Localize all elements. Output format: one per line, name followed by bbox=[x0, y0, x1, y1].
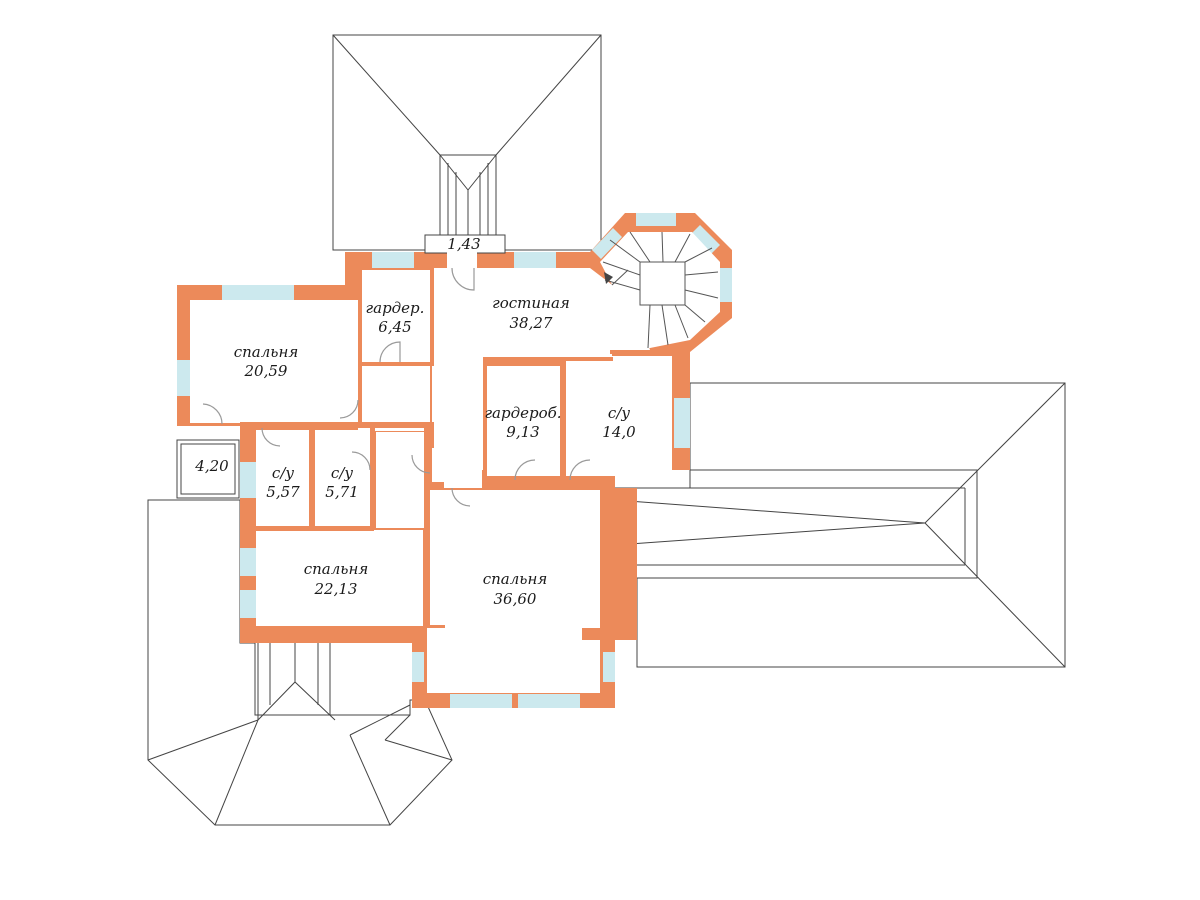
room-area-closet-2: 9,13 bbox=[506, 423, 539, 441]
room-area-bedroom-1: 20,59 bbox=[244, 362, 288, 380]
room-name-bedroom-2: спальня bbox=[304, 560, 369, 578]
room-area-wc-3: 14,0 bbox=[602, 423, 636, 441]
room-name-living: гостиная bbox=[492, 294, 570, 312]
roof-top bbox=[332, 34, 602, 251]
room-name-wc-2: с/у bbox=[331, 464, 353, 482]
porch bbox=[424, 234, 506, 268]
room-area-closet-1: 6,45 bbox=[378, 318, 411, 336]
room-name-wc-1: с/у bbox=[272, 464, 294, 482]
exterior-walls bbox=[177, 213, 732, 708]
balcony-rail bbox=[176, 439, 240, 499]
room-area-bedroom-3: 36,60 bbox=[494, 590, 537, 608]
room-area-balcony: 4,20 bbox=[194, 457, 229, 475]
room-name-closet-1: гардер. bbox=[366, 299, 425, 317]
room-area-wc-2: 5,71 bbox=[325, 483, 358, 501]
room-area-bedroom-2: 22,13 bbox=[314, 580, 358, 598]
room-name-bedroom-3: спальня bbox=[483, 570, 548, 588]
room-area-living: 38,27 bbox=[510, 314, 553, 332]
room-name-wc-3: с/у bbox=[608, 404, 630, 422]
windows bbox=[177, 213, 732, 708]
roof-right bbox=[614, 382, 1066, 668]
spiral-staircase bbox=[600, 231, 720, 350]
room-area-wc-1: 5,57 bbox=[266, 483, 300, 501]
room-name-bedroom-1: спальня bbox=[234, 343, 299, 361]
room-name-closet-2: гардероб. bbox=[484, 404, 561, 422]
room-area-porch: 1,43 bbox=[447, 235, 480, 253]
room-labels: спальня 20,59 гардер. 6,45 гостиная 38,2… bbox=[194, 235, 636, 608]
doors bbox=[202, 267, 591, 507]
